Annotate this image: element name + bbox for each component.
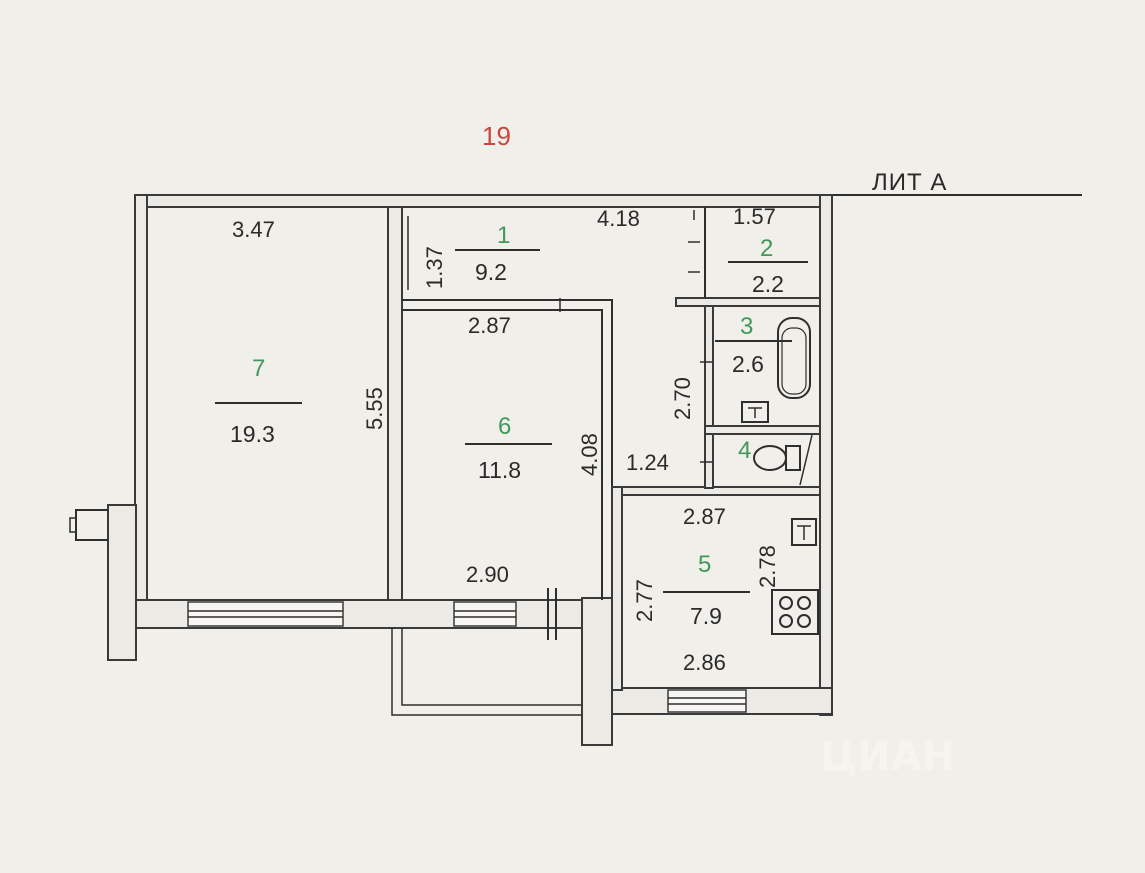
room-5-area: 7.9 [690,603,722,629]
room-5-number: 5 [698,551,711,578]
room-6-area: 11.8 [478,457,521,483]
wall-room6 [402,299,613,490]
watermark: ЦИАН [820,734,955,780]
dim-room7-width: 3.47 [232,217,275,242]
dim-room2-width: 1.57 [733,204,776,229]
room-7-area: 19.3 [230,421,275,447]
room-2-area: 2.2 [752,271,784,297]
room-4-number: 4 [738,437,751,464]
toilet-icon [753,434,813,486]
stove-icon [771,589,819,635]
dim-room7-depth: 5.55 [362,387,387,430]
dim-bath-depth: 2.70 [670,377,695,420]
room-1-number: 1 [497,222,510,249]
wall-bottom-left [107,599,614,629]
building-number: 19 [482,121,511,151]
wall-kitchen-left [611,486,623,691]
room-3-area: 2.6 [732,351,764,377]
lit-label: ЛИТ А [872,169,947,196]
dim-hall-width: 4.18 [597,206,640,231]
dim-room6-top: 2.87 [468,313,511,338]
window-room6 [453,601,517,627]
wall-right [819,194,833,716]
dim-room6-bottom: 2.90 [466,562,509,587]
dim-kitchen-top: 2.87 [683,504,726,529]
window-kitchen [667,689,747,713]
room-3-number: 3 [740,313,753,340]
wall-column [581,597,613,746]
wall-top [134,194,823,208]
kitchen-sink-icon [791,518,817,546]
dim-kitchen-left: 2.77 [632,579,657,622]
room-2-number: 2 [760,235,773,262]
wall-room2 [675,297,821,307]
wall-bath-wc [704,425,821,435]
dim-wc-width: 1.24 [626,450,669,475]
wall-bath [704,305,714,489]
wall-stub-notch [75,509,108,541]
bathtub-icon [777,317,811,399]
wall-stub-left [107,504,137,661]
dim-kitchen-bottom: 2.86 [683,650,726,675]
wall-kitchen-top [611,486,821,496]
room-1-area: 9.2 [475,259,507,285]
dim-hall-depth: 1.37 [422,246,447,289]
sink-icon [741,401,769,423]
balcony [391,628,583,716]
dim-kitchen-right: 2.78 [755,545,780,588]
wall-7-6 [387,206,403,601]
window-room7 [187,601,344,627]
dim-room6-depth: 4.08 [577,433,602,476]
room-6-number: 6 [498,413,511,440]
room-7-number: 7 [252,355,265,382]
